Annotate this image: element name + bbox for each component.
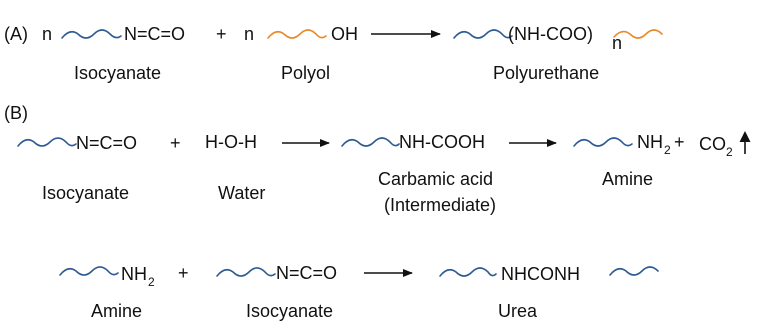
urea-label: Urea [498,301,538,321]
isocyanate-group: N=C=O [276,263,337,283]
plus-sign: + [674,132,685,152]
polyurethane-chain-blue [453,29,513,39]
urea-chain-blue-left [439,267,497,277]
carbamic-formula: NH-COOH [399,132,485,152]
co2-formula: CO [699,134,726,154]
amine-chain-blue [573,137,633,147]
polyol-chain-orange [267,29,327,39]
carbamic-chain-blue [341,137,400,147]
isocyanate-chain-blue [17,137,77,147]
co2-subscript: 2 [726,145,733,159]
plus-sign: + [170,133,181,153]
reaction-b: (B) N=C=O + H-O-H NH-COOH NH 2 + CO 2 Is… [4,103,751,215]
polyol-group: OH [331,24,358,44]
reaction-a: (A) n N=C=O + n OH (NH-COO) n Isocyanate… [4,24,663,83]
isocyanate-group: N=C=O [124,24,185,44]
gas-evolution-arrow-icon [739,131,751,154]
amine-formula: NH [121,264,147,284]
polyol-coefficient: n [244,24,254,44]
isocyanate-chain-blue [61,29,122,39]
urea-chain-blue-right [609,266,659,276]
plus-sign: + [178,263,189,283]
water-label: Water [218,183,265,203]
amine-chain-blue [59,266,119,276]
amine-label: Amine [602,169,653,189]
carbamic-acid-label: Carbamic acid [378,169,493,189]
intermediate-label: (Intermediate) [384,195,496,215]
polyurethane-chain-orange [613,29,663,39]
isocyanate-label: Isocyanate [246,301,333,321]
isocyanate-label: Isocyanate [42,183,129,203]
water-formula: H-O-H [205,132,257,152]
part-a-label: (A) [4,24,28,44]
polyol-label: Polyol [281,63,330,83]
isocyanate-coefficient: n [42,24,52,44]
polyurethane-label: Polyurethane [493,63,599,83]
part-b-label: (B) [4,103,28,123]
amine-formula: NH [637,132,663,152]
amine-subscript: 2 [664,143,671,157]
polyurethane-subscript: n [612,33,622,53]
polyurethane-group: (NH-COO) [508,24,593,44]
plus-sign: + [216,24,227,44]
amine-label: Amine [91,301,142,321]
isocyanate-chain-blue [216,267,276,277]
isocyanate-group: N=C=O [76,133,137,153]
isocyanate-label: Isocyanate [74,63,161,83]
urea-group: NHCONH [501,264,580,284]
amine-subscript: 2 [148,275,155,289]
reaction-c: NH 2 + N=C=O NHCONH Amine Isocyanate Ure… [59,263,659,321]
